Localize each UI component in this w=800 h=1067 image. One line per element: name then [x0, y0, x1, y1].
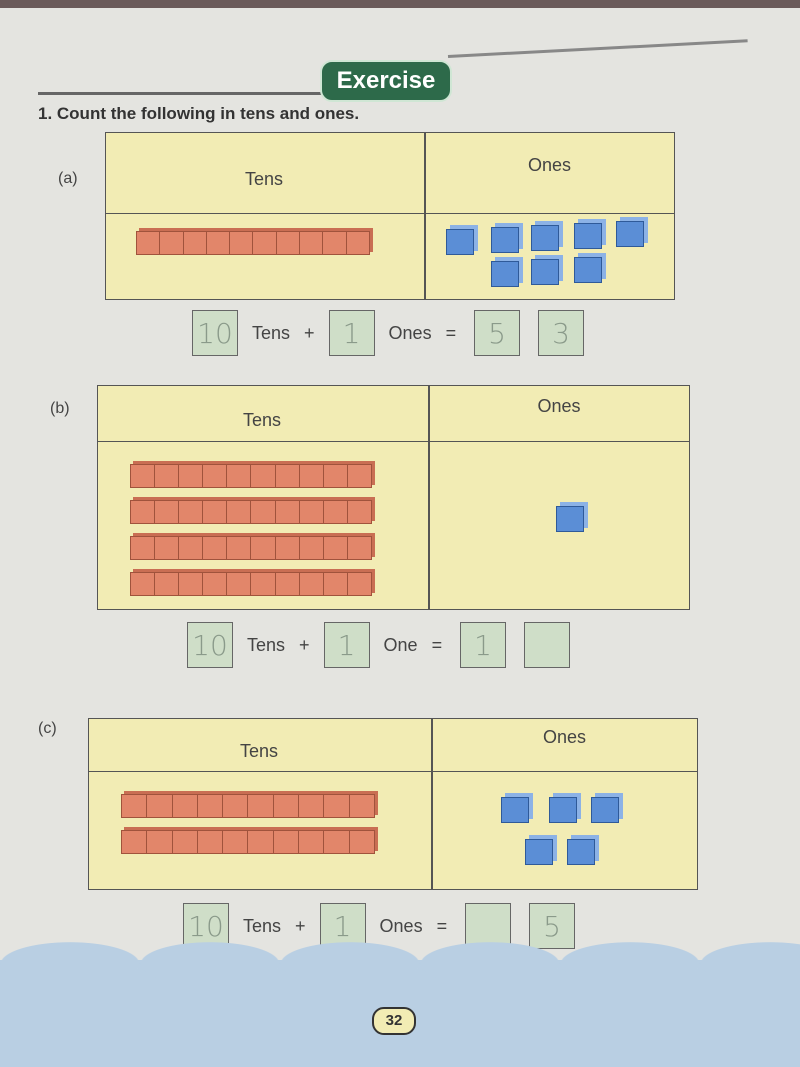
header-rule-right — [447, 39, 748, 58]
ones-cube — [525, 839, 553, 865]
tens-label: Tens — [243, 915, 282, 936]
tens-rod — [130, 572, 372, 596]
ones-cube — [574, 223, 602, 249]
result-tens-box[interactable]: 1 — [460, 622, 507, 668]
part-label: (a) — [58, 170, 78, 187]
answer-equation: 10 Tens + 1 One = 1 — [187, 622, 571, 668]
column-divider — [431, 719, 433, 889]
column-divider — [428, 386, 430, 609]
tens-rod — [130, 464, 372, 488]
exercise-badge: Exercise — [320, 60, 452, 102]
table-header-row — [89, 719, 697, 772]
ones-cube — [574, 257, 602, 283]
tens-answer-box[interactable]: 10 — [183, 903, 229, 949]
table-header-row — [98, 386, 689, 442]
plus-sign: + — [295, 915, 306, 936]
ones-cube — [567, 839, 595, 865]
ones-header: Ones — [543, 727, 587, 747]
ones-label: One — [383, 634, 418, 655]
equals-sign: = — [431, 634, 443, 655]
question-text: 1. Count the following in tens and ones. — [38, 104, 360, 123]
ones-cube — [549, 797, 577, 823]
result-ones-box[interactable]: 5 — [529, 903, 576, 949]
ones-cube — [531, 225, 559, 251]
ones-cube — [491, 261, 519, 287]
place-value-table: Tens Ones — [105, 132, 675, 300]
plus-sign: + — [299, 634, 310, 655]
ones-header: Ones — [537, 395, 581, 416]
result-ones-box[interactable] — [524, 622, 571, 668]
table-header-row — [106, 133, 674, 214]
plus-sign: + — [304, 322, 315, 343]
ones-cube — [531, 259, 559, 285]
answer-equation: 10 Tens + 1 Ones = 5 — [183, 903, 576, 949]
ones-answer-box[interactable]: 1 — [319, 903, 366, 949]
tens-answer-box[interactable]: 10 — [187, 622, 233, 668]
tens-label: Tens — [252, 322, 291, 343]
result-tens-box[interactable]: 5 — [474, 310, 521, 356]
tens-header: Tens — [240, 741, 279, 761]
equals-sign: = — [445, 322, 457, 343]
part-label: (b) — [50, 400, 70, 417]
tens-rod — [136, 231, 370, 255]
ones-header: Ones — [528, 155, 572, 175]
answer-equation: 10 Tens + 1 Ones = 5 3 — [192, 310, 585, 356]
ones-cube — [616, 221, 644, 247]
result-ones-box[interactable]: 3 — [538, 310, 585, 356]
ones-cube — [446, 229, 474, 255]
tens-header: Tens — [245, 169, 284, 189]
tens-rod — [121, 830, 375, 854]
tens-answer-box[interactable]: 10 — [192, 310, 238, 356]
header-rule-left — [38, 92, 328, 95]
tens-rod — [130, 536, 372, 560]
page-number: 32 — [372, 1007, 416, 1035]
place-value-table: Tens Ones — [97, 385, 690, 610]
ones-cube — [491, 227, 519, 253]
tens-label: Tens — [247, 634, 286, 655]
column-divider — [424, 133, 426, 299]
part-label: (c) — [38, 720, 57, 737]
tens-header: Tens — [243, 409, 282, 430]
ones-cube — [501, 797, 529, 823]
equals-sign: = — [436, 915, 448, 936]
ones-label: Ones — [379, 915, 423, 936]
ones-label: Ones — [388, 322, 432, 343]
tens-rod — [121, 794, 375, 818]
ones-cube — [591, 797, 619, 823]
tens-rod — [130, 500, 372, 524]
ones-cube — [556, 506, 584, 532]
page-top-edge — [0, 0, 800, 8]
ones-answer-box[interactable]: 1 — [328, 310, 375, 356]
place-value-table: Tens Ones — [88, 718, 698, 890]
ones-answer-box[interactable]: 1 — [323, 622, 370, 668]
